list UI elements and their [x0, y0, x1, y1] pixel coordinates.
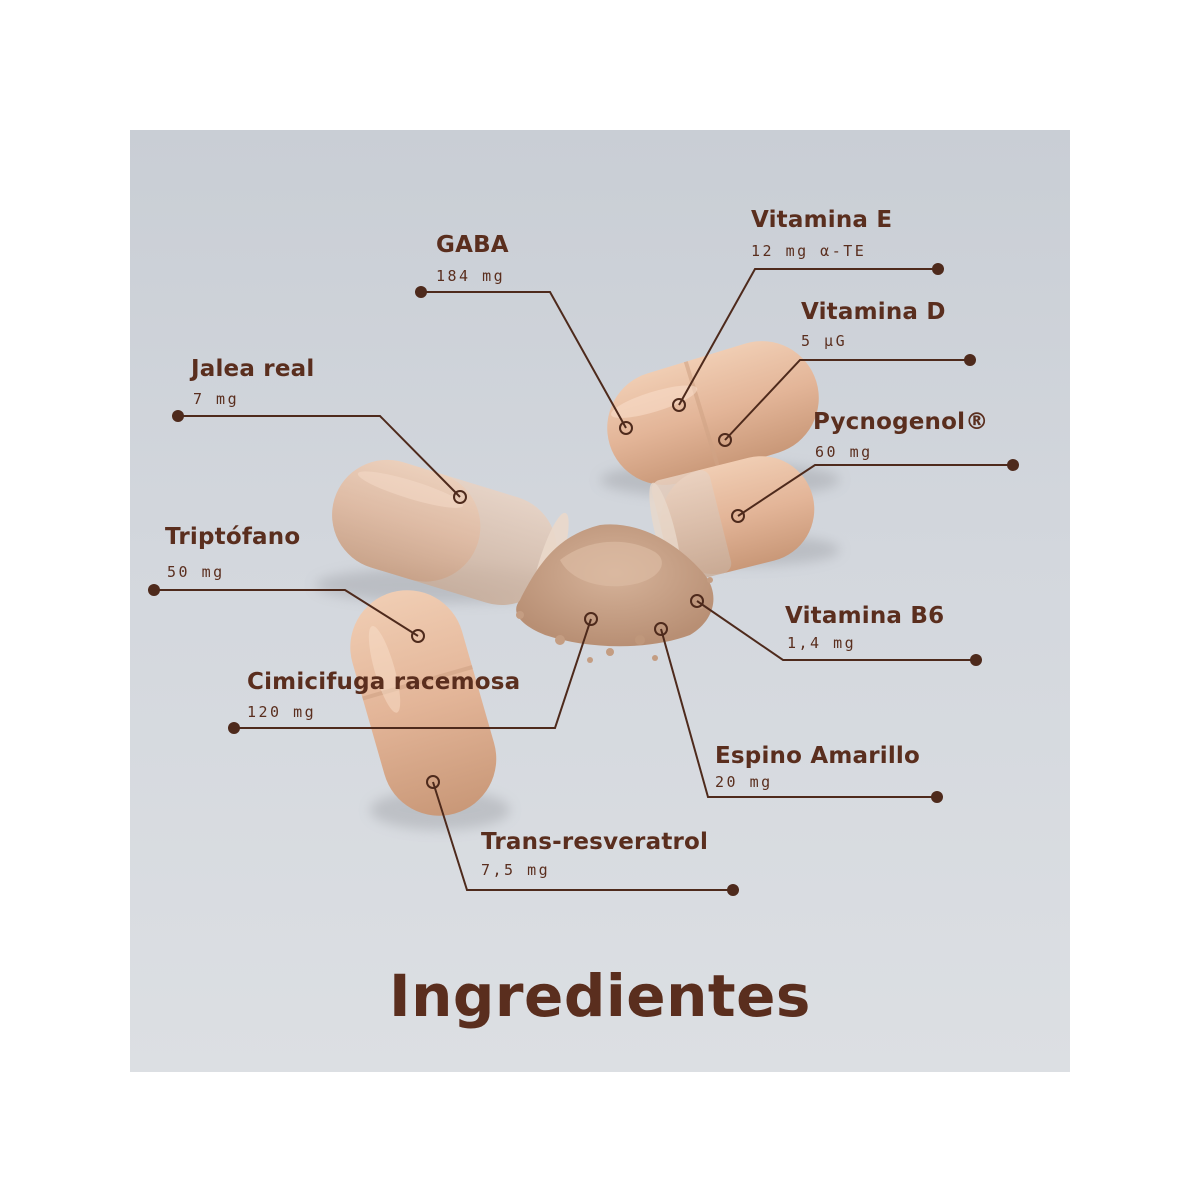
capsule-bottom: [350, 590, 497, 816]
ingredient-dose-gaba: 184 mg: [436, 267, 506, 285]
callout-pycnogenol: [737, 464, 1013, 517]
page-title: Ingredientes: [389, 962, 811, 1030]
callout-vitamina-b6: [696, 600, 976, 661]
callout-lines: [154, 268, 1013, 891]
ingredient-name-pycnogenol: Pycnogenol®: [813, 409, 989, 435]
callout-vitamina-d: [724, 359, 970, 441]
callout-trans-resveratrol: [432, 781, 733, 891]
callout-gaba: [421, 291, 627, 429]
ingredient-dose-pycnogenol: 60 mg: [815, 443, 873, 461]
callout-dots: [148, 263, 1019, 896]
ingredient-dose-espino-amarillo: 20 mg: [715, 773, 773, 791]
ingredient-dose-triptofano: 50 mg: [167, 563, 225, 581]
callout-targets: [411, 398, 745, 789]
ingredient-name-trans-resveratrol: Trans-resveratrol: [481, 829, 709, 855]
callout-vitamina-e: [678, 268, 938, 406]
ingredient-dose-vitamina-d: 5 µG: [801, 332, 848, 350]
capsule-top: [607, 341, 819, 485]
ingredient-dose-trans-resveratrol: 7,5 mg: [481, 861, 551, 879]
ingredient-name-cimicifuga-racemosa: Cimicifuga racemosa: [247, 669, 521, 695]
powder-pile: [516, 524, 714, 663]
ingredient-name-espino-amarillo: Espino Amarillo: [715, 743, 921, 769]
callout-triptofano: [154, 589, 419, 637]
ingredient-dose-vitamina-e: 12 mg α-TE: [751, 242, 867, 260]
ingredient-name-triptofano: Triptófano: [165, 524, 301, 550]
ingredient-dose-cimicifuga-racemosa: 120 mg: [247, 703, 317, 721]
ingredient-name-jalea-real: Jalea real: [191, 356, 315, 382]
ingredient-dose-jalea-real: 7 mg: [193, 390, 240, 408]
callout-cimicifuga: [234, 618, 592, 729]
callout-jalea-real: [178, 415, 461, 498]
ingredient-name-gaba: GABA: [436, 232, 509, 258]
ingredient-name-vitamina-b6: Vitamina B6: [785, 603, 945, 629]
ingredient-name-vitamina-d: Vitamina D: [801, 299, 946, 325]
ingredient-dose-vitamina-b6: 1,4 mg: [787, 634, 857, 652]
ingredient-name-vitamina-e: Vitamina E: [751, 207, 893, 233]
callout-espino-amarillo: [660, 628, 937, 798]
